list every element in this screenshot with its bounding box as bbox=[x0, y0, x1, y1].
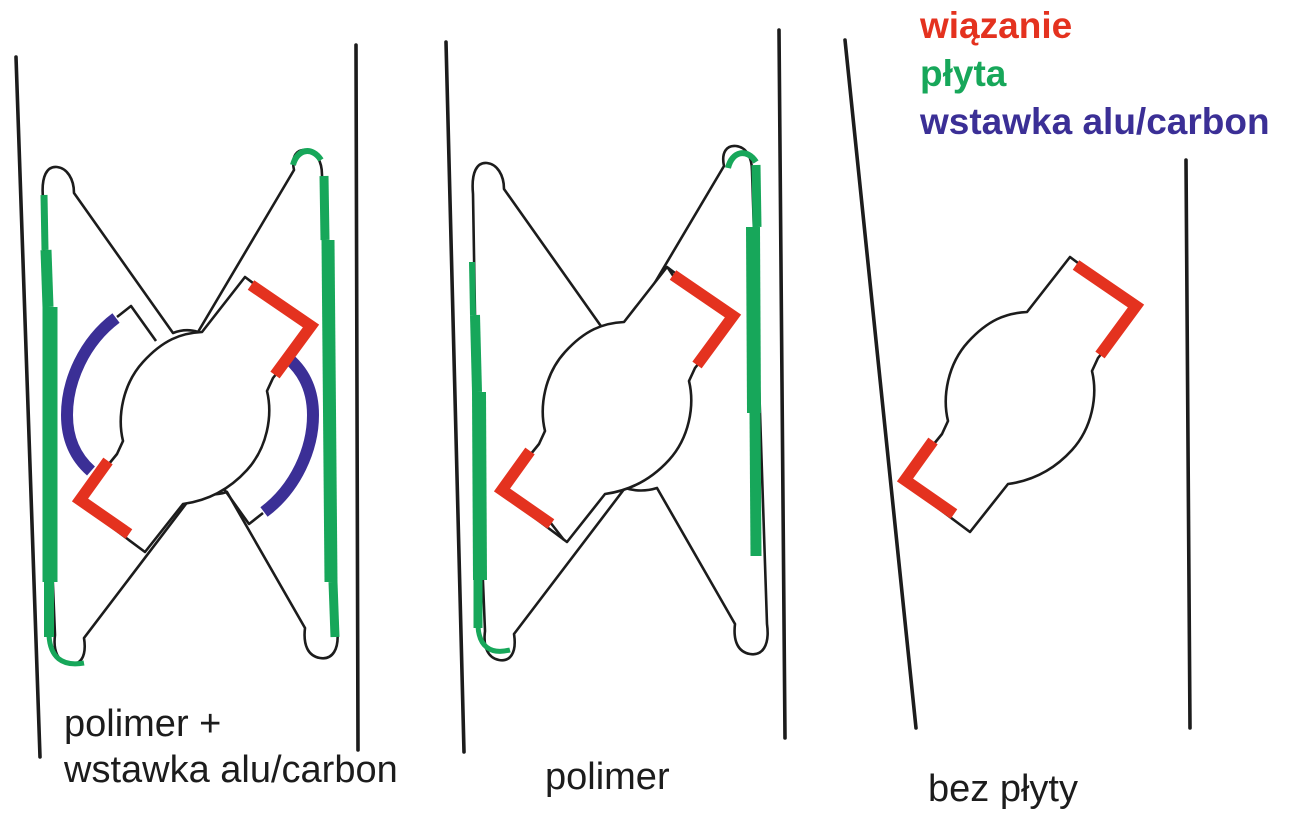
ski-edge-right-3 bbox=[1184, 158, 1192, 730]
plate-strip-segment bbox=[469, 261, 476, 316]
legend: wiązanie płyta wstawka alu/carbon bbox=[919, 5, 1270, 142]
plate-strip-hook bbox=[46, 634, 85, 667]
insert-arc-east bbox=[260, 354, 320, 517]
panel-no-plate: bez płyty bbox=[843, 38, 1192, 810]
ski-edge-left-2 bbox=[444, 40, 466, 754]
ski-edge-left-1 bbox=[14, 55, 42, 759]
panel-label-polymer-insert-line1: polimer + bbox=[64, 703, 221, 745]
plate-strip-segment bbox=[472, 391, 487, 581]
plate-strip-segment bbox=[751, 164, 762, 228]
ski-edge-right-1 bbox=[354, 43, 360, 752]
ski-edge-left-3 bbox=[843, 38, 918, 730]
plate-strip-segment bbox=[40, 249, 54, 308]
plate-strip-segment bbox=[746, 226, 761, 414]
insert-horn-se bbox=[222, 488, 264, 526]
insert-horn-nw bbox=[116, 304, 158, 342]
plate-strip-segment bbox=[321, 239, 338, 583]
plate-strip-segment bbox=[749, 412, 762, 557]
binding-stub-sw bbox=[548, 521, 566, 541]
plate-strip-hook bbox=[290, 148, 324, 166]
plate-strip-segment bbox=[470, 314, 482, 393]
plate-strip-hook bbox=[725, 150, 759, 169]
legend-item-binding: wiązanie bbox=[919, 5, 1072, 46]
plate-strip-segment bbox=[40, 194, 49, 251]
plate-strip-hook bbox=[475, 625, 511, 654]
panel-polymer: polimer bbox=[444, 28, 787, 798]
plate-strip-segment bbox=[319, 175, 330, 241]
panel-label-no-plate: bez płyty bbox=[928, 768, 1078, 810]
binding-mount-outline-2 bbox=[498, 265, 737, 544]
panel-label-polymer: polimer bbox=[545, 756, 670, 798]
panel-label-polymer-insert-line2: wstawka alu/carbon bbox=[63, 749, 398, 791]
plate-strip-segment bbox=[328, 581, 340, 638]
legend-item-insert: wstawka alu/carbon bbox=[919, 101, 1270, 142]
ski-edge-right-2 bbox=[777, 28, 787, 740]
panel-polymer-plus-insert: polimer + wstawka alu/carbon bbox=[14, 43, 398, 791]
binding-mount-outline-3 bbox=[901, 255, 1140, 534]
legend-item-plate: płyta bbox=[920, 53, 1007, 94]
insert-arc-west bbox=[60, 313, 120, 476]
